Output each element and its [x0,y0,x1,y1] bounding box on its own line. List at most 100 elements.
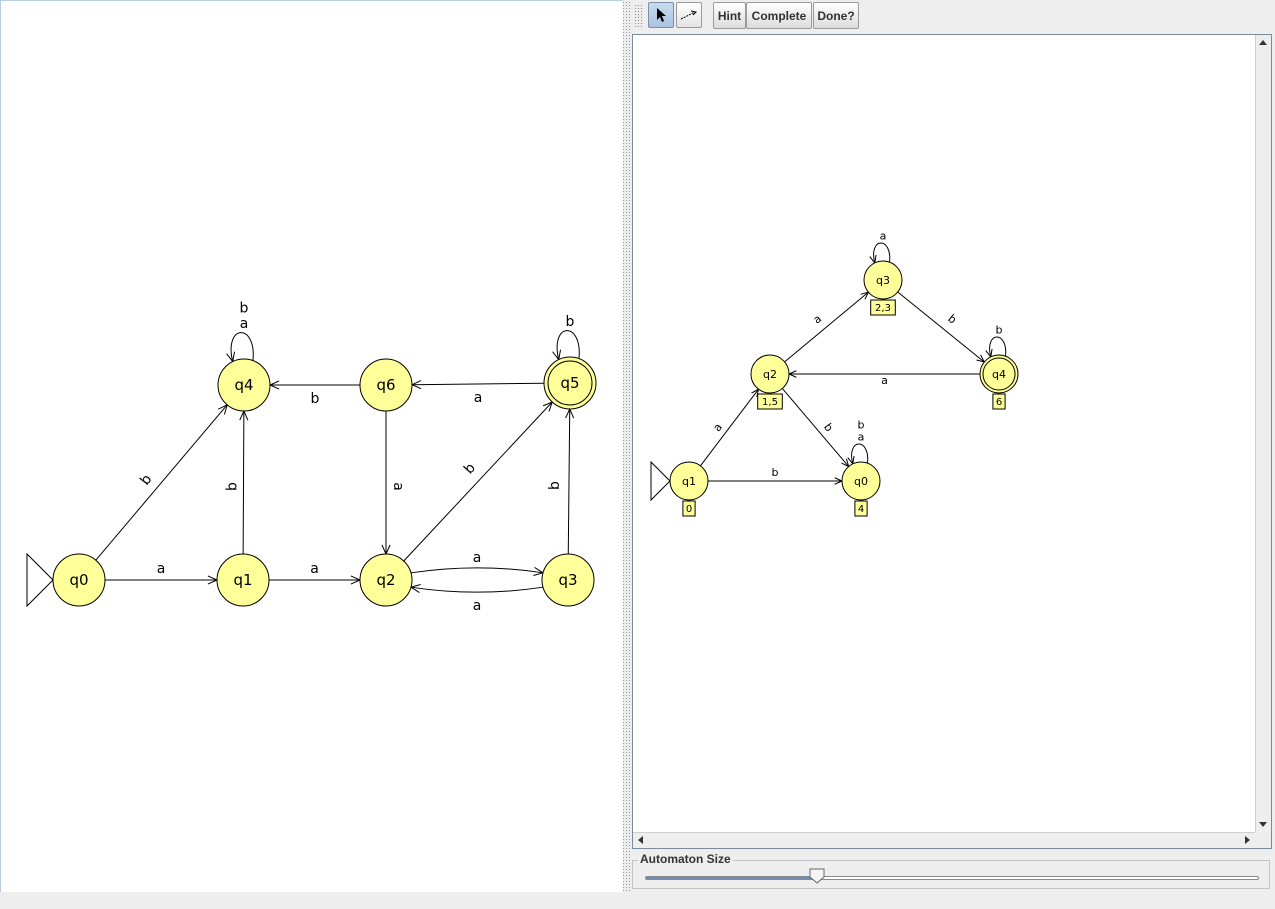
transition-label: b [461,460,479,477]
state-label: q2 [376,571,395,589]
transition-q5-q6 [411,382,545,386]
status-strip [0,892,1275,909]
toolbar: Hint Complete Done? [631,0,1275,33]
arrow-pointer-icon [657,8,666,22]
transition-label: a [240,316,249,332]
state-q6 [359,358,413,412]
hint-button[interactable]: Hint [713,2,746,29]
complete-button[interactable]: Complete [746,2,812,29]
transition-q1-q2 [700,388,759,467]
transition-label: a [880,230,887,243]
arrowhead [869,254,877,265]
toolbar-grip[interactable] [634,4,643,28]
transition-label: a [881,374,888,387]
transition-self-loop-q0 [851,443,869,465]
transition-q2-q5 [403,401,553,562]
state-q5 [543,356,597,410]
scroll-right-icon[interactable] [1245,836,1250,844]
arrowhead [552,349,562,361]
initial-state-marker [26,552,54,608]
transition-label: b [137,472,155,489]
transition-q2-q0 [781,388,850,467]
state-label: q5 [560,374,579,392]
state-group-box [854,500,868,517]
state-label: q2 [763,368,777,381]
state-q4 [979,354,1019,394]
scroll-left-icon[interactable] [638,836,643,844]
state-group-label: 4 [858,504,864,515]
state-label: q4 [234,376,253,394]
scroll-corner [1255,832,1271,848]
state-q2 [750,354,790,394]
transition-self-loop-q5 [556,330,580,360]
automaton-size-slider[interactable] [645,876,1259,880]
transition-label: b [311,391,320,407]
transition-tool-button[interactable] [676,2,702,28]
state-label: q0 [854,475,868,488]
final-ring [547,360,593,406]
state-group-label: 6 [996,397,1002,408]
transition-label: a [390,482,406,491]
transition-self-loop-q4 [989,336,1007,358]
state-label: q6 [376,376,395,394]
transition-label: b [547,481,563,490]
initial-state-marker [650,460,671,502]
slider-fill [646,877,818,879]
split-pane-divider[interactable] [623,0,631,892]
transition-label: a [473,598,482,614]
state-group-label: 2,3 [875,303,891,314]
horizontal-scrollbar[interactable] [633,832,1255,848]
slider-thumb[interactable] [809,868,825,884]
transition-label: a [710,421,725,434]
state-group-box [682,500,696,517]
scroll-up-icon[interactable] [1259,40,1267,45]
transition-q3-q5 [567,408,571,555]
transition-label: a [474,390,483,406]
transition-label: b [772,466,779,479]
transition-arrow-icon [680,10,698,20]
transition-q0-q4 [95,404,228,561]
state-q2 [359,553,413,607]
state-q3 [863,260,903,300]
transition-label: b [858,419,865,432]
transition-q1-q4 [242,410,245,555]
transition-label: b [225,482,241,491]
state-q3 [541,553,595,607]
scroll-down-icon[interactable] [1259,822,1267,827]
vertical-scrollbar[interactable] [1255,35,1271,832]
transition-label: a [811,312,824,326]
state-label: q3 [876,274,890,287]
state-label: q3 [558,571,577,589]
transition-self-loop-q4 [230,332,254,362]
transition-label: b [240,300,249,316]
transition-label: a [157,561,166,577]
state-group-box [992,393,1006,410]
state-q0 [52,553,106,607]
state-label: q1 [682,475,696,488]
arrowhead [847,455,855,466]
transition-q3-q2 [410,586,544,593]
state-group-label: 0 [686,504,692,515]
automaton-size-panel: Automaton Size [632,852,1272,890]
arrowhead [226,351,236,363]
automaton-size-label: Automaton Size [638,852,733,866]
transition-q3-q4 [897,291,985,363]
transition-label: b [945,312,959,327]
transition-label: a [473,550,482,566]
state-q0 [841,461,881,501]
transition-self-loop-q3 [873,242,891,264]
done-button[interactable]: Done? [813,2,859,29]
state-group-box [757,393,783,410]
transition-label: b [821,421,836,434]
arrowhead [985,348,993,359]
state-q4 [217,358,271,412]
state-group-box [870,299,896,316]
transition-q2-q3 [784,291,869,363]
pointer-tool-button[interactable] [648,2,674,28]
